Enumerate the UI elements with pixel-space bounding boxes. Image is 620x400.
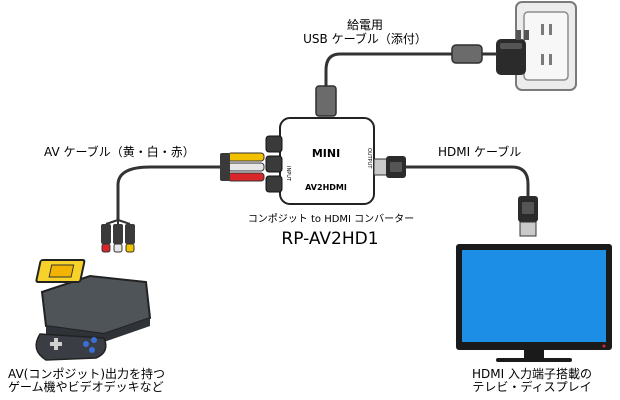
tv-label: HDMI 入力端子搭載の テレビ・ディスプレイ xyxy=(452,367,612,395)
game-console-label: AV(コンポジット)出力を持つ ゲーム機やビデオデッキなど xyxy=(8,367,166,395)
usb-cable xyxy=(324,52,497,88)
tv-label-line2: テレビ・ディスプレイ xyxy=(472,380,592,395)
converter-box: MINI AV2HDMI INPUT OUTPUT xyxy=(265,117,375,205)
wall-outlet-icon xyxy=(515,1,577,91)
converter-name: AV2HDMI xyxy=(305,183,347,192)
converter-output-label: OUTPUT xyxy=(366,148,372,169)
usb-plug-converter-end xyxy=(315,85,337,117)
usb-cable-label-line2: USB ケーブル（添付） xyxy=(303,32,427,47)
converter-model: RP-AV2HD1 xyxy=(281,229,379,249)
av-cable xyxy=(116,165,220,220)
rca-plug-icon xyxy=(220,152,265,182)
converter-description: コンポジット to HDMI コンバーター xyxy=(247,214,415,225)
game-console-icon xyxy=(35,259,152,361)
rca-plug-icon xyxy=(101,219,135,253)
usb-plug-adapter-end xyxy=(451,44,483,64)
hdmi-cable-label: HDMI ケーブル xyxy=(438,145,522,159)
av-cable-label: AV ケーブル（黄・白・赤） xyxy=(44,145,195,159)
converter-input-label: INPUT xyxy=(285,166,291,182)
game-console-label-line2: ゲーム機やビデオデッキなど xyxy=(8,380,164,395)
hdmi-plug-icon xyxy=(518,196,538,237)
tv-label-line1: HDMI 入力端子搭載の xyxy=(472,367,592,381)
usb-cable-label-line1: 給電用 xyxy=(346,18,383,32)
usb-cable-label: 給電用 USB ケーブル（添付） xyxy=(300,18,430,47)
hdmi-cable xyxy=(404,165,530,196)
tv-icon xyxy=(456,244,612,362)
hdmi-plug-icon xyxy=(373,156,406,178)
game-console-label-line1: AV(コンポジット)出力を持つ xyxy=(8,367,166,381)
power-adapter-icon xyxy=(496,30,529,75)
converter-brand: MINI xyxy=(312,147,340,160)
